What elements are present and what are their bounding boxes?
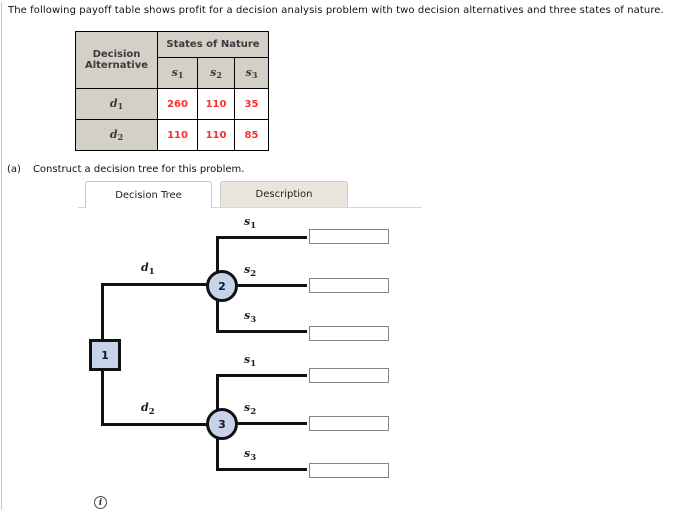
- branch-s3-bottom-line: [216, 468, 307, 471]
- payoff-input-d2-s1[interactable]: [309, 368, 389, 383]
- branch-label-s2-bottom: s2: [244, 401, 257, 417]
- chance-node-3: 3: [206, 408, 238, 440]
- payoff-d1-s3: 35: [234, 88, 269, 120]
- payoff-input-d2-s2[interactable]: [309, 416, 389, 431]
- state-header-s1: s1: [157, 57, 198, 89]
- branch-label-d1: d1: [141, 261, 155, 277]
- tabbar-baseline: [78, 207, 422, 208]
- payoff-d2-s3: 85: [234, 119, 269, 151]
- payoff-input-d2-s3[interactable]: [309, 463, 389, 478]
- payoff-d2-s2: 110: [197, 119, 235, 151]
- payoff-d1-s2: 110: [197, 88, 235, 120]
- payoff-d1-s1: 260: [157, 88, 198, 120]
- branch-s1-top-line: [216, 236, 307, 239]
- payoff-input-d1-s2[interactable]: [309, 278, 389, 293]
- branch-s2-top-line: [222, 284, 307, 287]
- part-a-label: (a): [7, 164, 21, 175]
- info-icon[interactable]: i: [94, 496, 107, 509]
- branch-label-s3-top: s3: [244, 309, 257, 325]
- part-a-prompt: (a) Construct a decision tree for this pr…: [7, 164, 244, 175]
- row-header-d1: d1: [75, 88, 158, 120]
- branch-s1-bottom-line: [216, 374, 307, 377]
- branch-label-s3-bottom: s3: [244, 447, 257, 463]
- node3-down-connector: [216, 424, 219, 471]
- payoff-input-d1-s3[interactable]: [309, 326, 389, 341]
- branch-label-s1-top: s1: [244, 215, 257, 231]
- branch-label-s2-top: s2: [244, 263, 257, 279]
- branch-label-s1-bottom: s1: [244, 353, 257, 369]
- branch-s2-bottom-line: [222, 422, 307, 425]
- payoff-d2-s1: 110: [157, 119, 198, 151]
- table-group-header: States of Nature: [157, 31, 269, 58]
- state-header-s2: s2: [197, 57, 235, 89]
- state-header-s3: s3: [234, 57, 269, 89]
- table-row: d2 110 110 85: [75, 119, 269, 151]
- row-header-d2: d2: [75, 119, 158, 151]
- payoff-input-d1-s1[interactable]: [309, 229, 389, 244]
- tab-decision-tree[interactable]: Decision Tree: [85, 181, 212, 208]
- payoff-table: Decision Alternative States of Nature s1…: [75, 31, 269, 151]
- branch-label-d2: d2: [141, 401, 155, 417]
- decision-node-1: 1: [89, 339, 121, 371]
- table-row: d1 260 110 35: [75, 88, 269, 120]
- node3-up-connector: [216, 374, 219, 426]
- branch-s3-top-line: [216, 330, 307, 333]
- node2-up-connector: [216, 236, 219, 288]
- branch-d2-line: [101, 423, 216, 426]
- branch-d1-line: [101, 283, 216, 286]
- tab-description[interactable]: Description: [220, 181, 348, 207]
- node2-down-connector: [216, 286, 219, 333]
- chance-node-2: 2: [206, 270, 238, 302]
- page-left-border: [1, 2, 2, 510]
- problem-statement: The following payoff table shows profit …: [8, 5, 664, 16]
- table-corner-header: Decision Alternative: [75, 31, 158, 89]
- part-a-text: Construct a decision tree for this probl…: [32, 164, 245, 175]
